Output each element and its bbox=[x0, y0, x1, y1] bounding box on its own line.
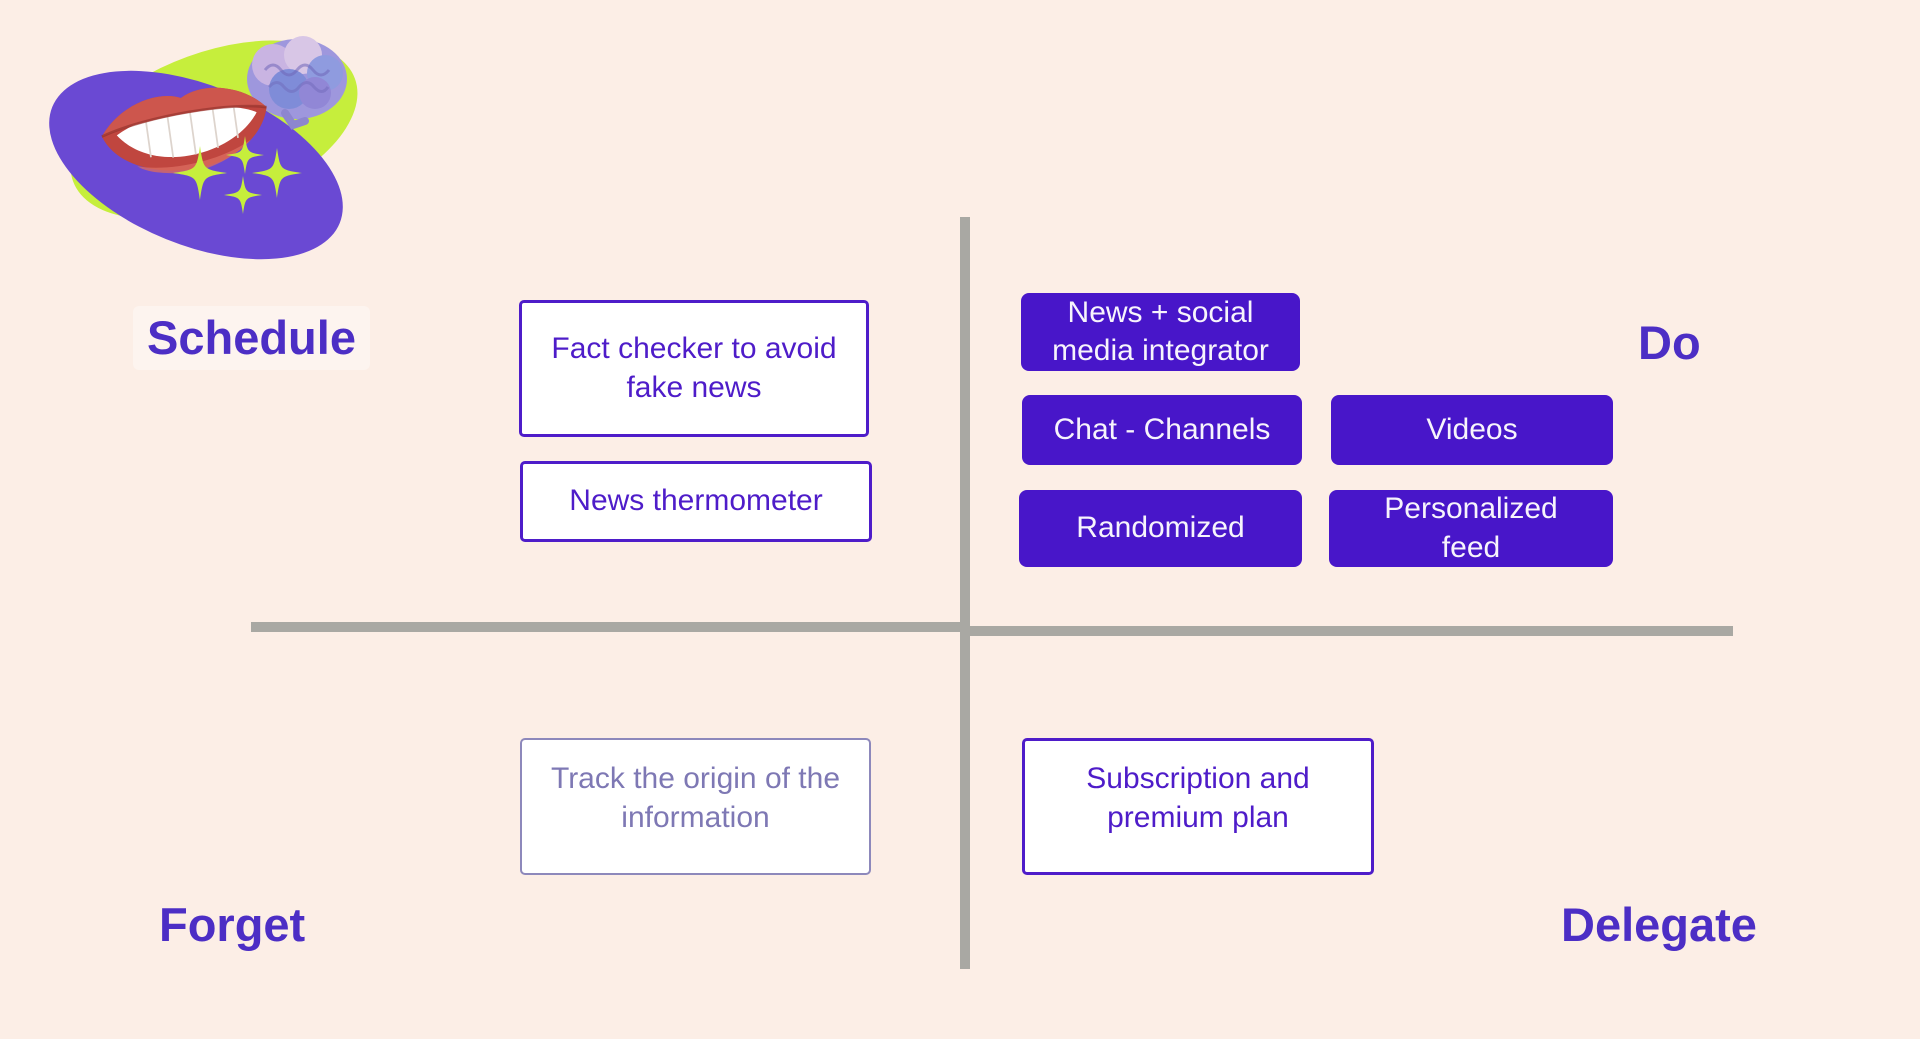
matrix-horizontal-axis-right bbox=[963, 626, 1733, 636]
sparkles-icon bbox=[173, 136, 302, 214]
note-card-news-social-integrator[interactable]: News + social media integrator bbox=[1021, 293, 1300, 371]
lips-image bbox=[101, 87, 267, 174]
note-card-randomized[interactable]: Randomized bbox=[1019, 490, 1302, 567]
note-card-fact-checker[interactable]: Fact checker to avoid fake news bbox=[519, 300, 869, 437]
note-card-videos[interactable]: Videos bbox=[1331, 395, 1613, 465]
note-card-personalized-feed[interactable]: Personalized feed bbox=[1329, 490, 1613, 567]
quadrant-label-do: Do bbox=[1638, 316, 1701, 369]
note-card-subscription-premium[interactable]: Subscription and premium plan bbox=[1022, 738, 1374, 875]
quadrant-label-forget: Forget bbox=[159, 898, 306, 951]
quadrant-label-delegate: Delegate bbox=[1561, 898, 1757, 951]
brain-image bbox=[247, 36, 347, 130]
matrix-vertical-axis bbox=[960, 217, 970, 969]
note-card-news-thermometer[interactable]: News thermometer bbox=[520, 461, 872, 542]
note-card-chat-channels[interactable]: Chat - Channels bbox=[1022, 395, 1302, 465]
matrix-horizontal-axis-left bbox=[251, 622, 965, 632]
quadrant-label-schedule: Schedule bbox=[133, 306, 370, 371]
note-card-track-origin[interactable]: Track the origin of the information bbox=[520, 738, 871, 875]
brand-logo bbox=[49, 36, 358, 260]
